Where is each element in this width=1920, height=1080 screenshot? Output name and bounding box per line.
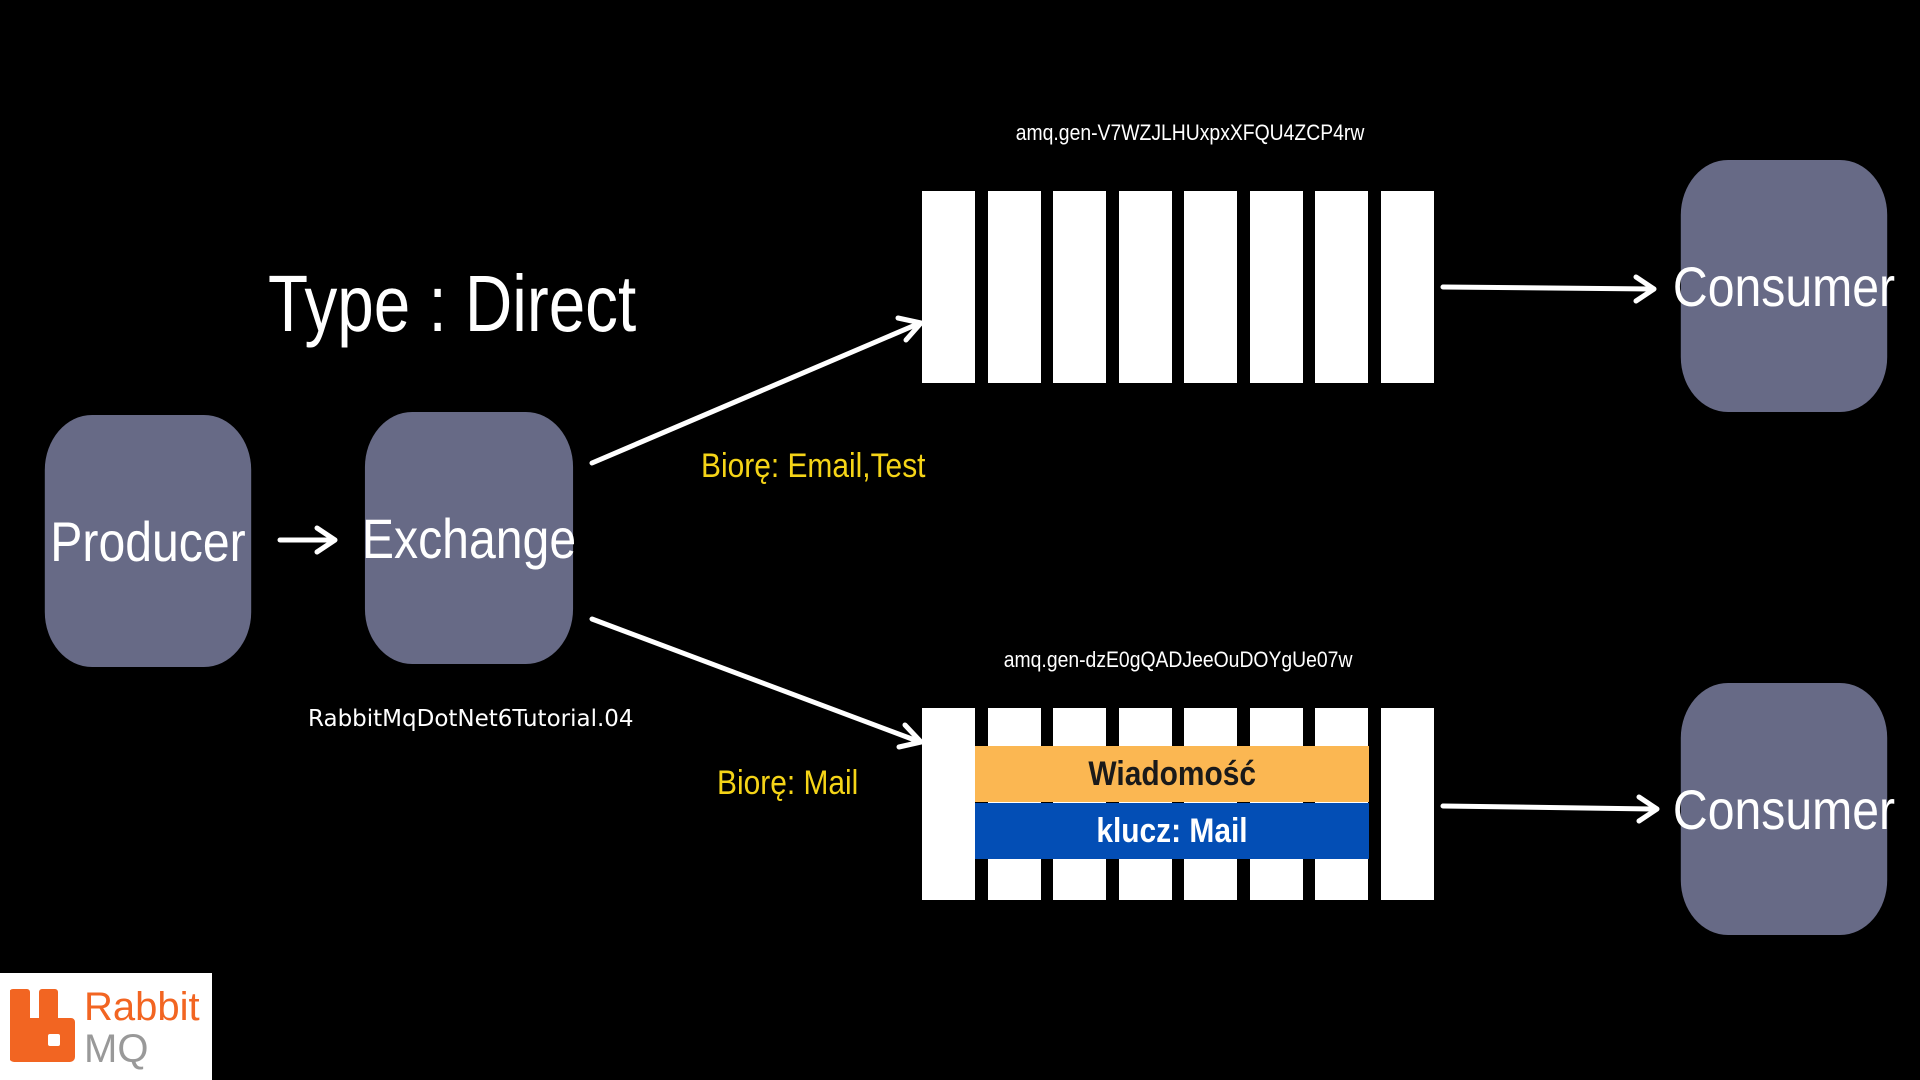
arrow-queue1-consumer1 xyxy=(1440,274,1657,304)
consumer2-label: Consumer xyxy=(1672,777,1896,841)
consumer1-label: Consumer xyxy=(1672,254,1896,318)
queue-slot xyxy=(1119,191,1172,383)
consumer2-node: Consumer xyxy=(1673,683,1895,935)
message-routing-key: klucz: Mail xyxy=(975,803,1369,859)
rabbitmq-logo-icon xyxy=(10,989,75,1062)
queue1-name: amq.gen-V7WZJLHUxpxXFQU4ZCP4rw xyxy=(1015,120,1365,145)
exchange-label: Exchange xyxy=(361,506,577,570)
consumer1-node: Consumer xyxy=(1673,160,1895,412)
tutorial-label: RabbitMqDotNet6Tutorial.04 xyxy=(308,706,634,732)
message-routing-key-text: klucz: Mail xyxy=(1096,811,1248,850)
queue-slot xyxy=(1381,191,1434,383)
queue-slot xyxy=(922,191,975,383)
message-title-text: Wiadomość xyxy=(1088,754,1256,793)
arrow-exchange-queue1 xyxy=(589,315,924,466)
arrow-queue2-consumer2 xyxy=(1440,794,1660,824)
queue-slot xyxy=(1053,191,1106,383)
producer-label: Producer xyxy=(50,509,246,573)
queue1 xyxy=(922,191,1434,383)
queue1-binding: Biorę: Email,Test xyxy=(701,447,926,485)
producer-node: Producer xyxy=(44,415,252,667)
logo-text-rabbit: Rabbit xyxy=(84,985,200,1029)
queue-slot xyxy=(1381,708,1434,900)
queue-slot xyxy=(1315,191,1368,383)
queue2-name: amq.gen-dzE0gQADJeeOuDOYgUe07w xyxy=(1003,647,1353,672)
queue-slot xyxy=(1184,191,1237,383)
message-title: Wiadomość xyxy=(975,746,1369,802)
queue2-binding: Biorę: Mail xyxy=(717,764,859,802)
arrow-producer-exchange xyxy=(277,525,338,555)
queue-slot xyxy=(922,708,975,900)
logo-text-mq: MQ xyxy=(84,1027,149,1071)
rabbitmq-logo: Rabbit MQ xyxy=(0,973,212,1080)
arrow-exchange-queue2 xyxy=(589,616,924,750)
queue-slot xyxy=(1250,191,1303,383)
queue-slot xyxy=(988,191,1041,383)
exchange-node: Exchange xyxy=(361,412,577,664)
diagram-title: Type : Direct xyxy=(268,259,637,348)
